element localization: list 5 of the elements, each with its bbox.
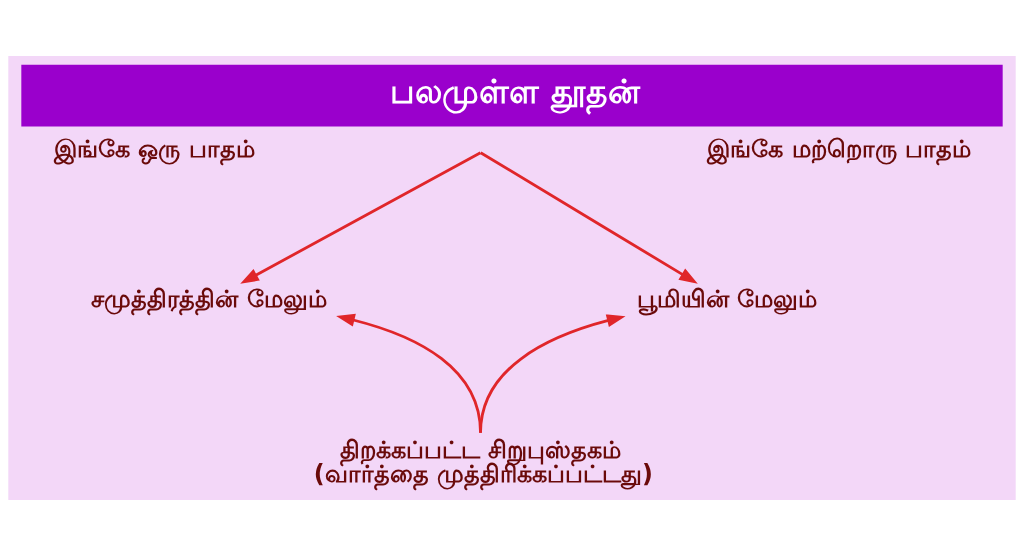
arrow [479, 314, 626, 433]
node-text: பூமியின் மேலும் [636, 285, 818, 314]
node-text: சமுத்திரத்தின் மேலும் [91, 285, 327, 314]
node-text: திறக்கப்பட்ட சிறுபுஸ்தகம் (வார்த்தை முத்திரிக்கப்பட்டது) [313, 436, 654, 489]
arrow [240, 151, 698, 284]
